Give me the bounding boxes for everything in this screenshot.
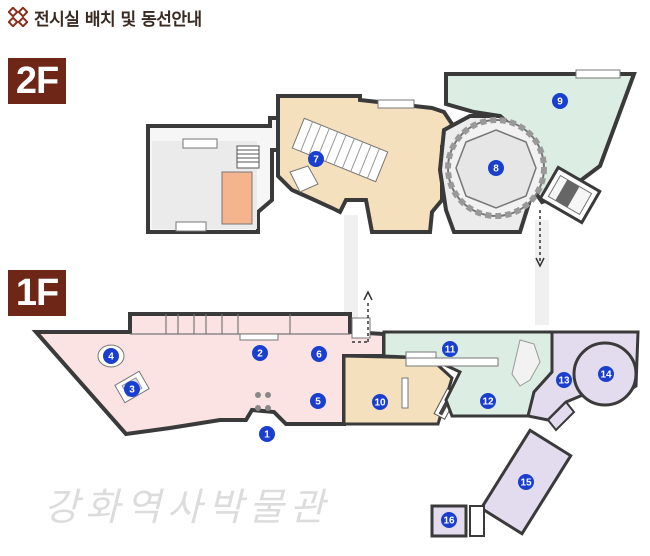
room-number-label: 5	[315, 397, 321, 408]
room-marker-circle	[598, 366, 614, 382]
elevator	[351, 317, 371, 339]
window	[405, 351, 437, 359]
room-marker-10[interactable]: 10	[372, 394, 388, 410]
room-16-annex	[469, 505, 485, 537]
window	[575, 69, 621, 79]
escalator-stairs	[291, 117, 389, 183]
room-marker-12[interactable]: 12	[480, 393, 496, 409]
page-title: 전시실 배치 및 동선안내	[34, 9, 202, 30]
room-number-label: 4	[108, 352, 114, 363]
room-marker-circle	[310, 393, 326, 409]
room-marker-6[interactable]: 6	[311, 346, 327, 362]
window	[175, 221, 207, 232]
knot-pattern-icon	[8, 7, 28, 27]
room-number-label: 6	[316, 350, 322, 361]
room-number-label: 7	[313, 155, 319, 166]
room-number-label: 1	[264, 430, 270, 441]
corridor	[546, 400, 576, 432]
page-header: 전시실 배치 및 동선안내	[8, 4, 202, 30]
room-number-label: 10	[374, 398, 386, 409]
room-marker-circle	[308, 151, 324, 167]
museum-watermark: 강화역사박물관	[44, 485, 331, 529]
window	[182, 138, 218, 149]
room-marker-2[interactable]: 2	[252, 345, 268, 361]
room-marker-16[interactable]: 16	[441, 512, 457, 528]
room-marker-circle	[441, 512, 457, 528]
display-case-wall	[405, 357, 499, 367]
room-marker-circle	[252, 345, 268, 361]
room-marker-11[interactable]: 11	[442, 341, 458, 357]
connector-column	[535, 220, 549, 325]
floor-tag-1f: 1F	[8, 270, 66, 316]
theater-seats	[445, 117, 547, 219]
room-number-label: 3	[129, 385, 135, 396]
room-marker-8[interactable]: 8	[488, 160, 504, 176]
room-marker-circle	[259, 426, 275, 442]
stair-orange-block	[221, 171, 253, 225]
room-marker-1[interactable]: 1	[259, 426, 275, 442]
room-marker-circle	[311, 346, 327, 362]
room-number-label: 2	[257, 349, 263, 360]
connector-column	[344, 215, 358, 325]
room-number-label: 12	[482, 397, 494, 408]
window	[239, 333, 279, 341]
room-number-label: 8	[493, 164, 499, 175]
window	[377, 99, 415, 109]
room-marker-3[interactable]: 3	[124, 381, 140, 397]
room-number-label: 14	[600, 370, 612, 381]
room-marker-14[interactable]: 14	[598, 366, 614, 382]
stairs	[236, 145, 260, 169]
room-marker-circle	[518, 474, 534, 490]
floor-tag-2f: 2F	[8, 58, 66, 104]
room-marker-circle	[442, 341, 458, 357]
route-arrow	[363, 290, 373, 301]
room-marker-circle	[552, 93, 568, 109]
room-number-label: 9	[557, 97, 563, 108]
entrance-gate	[255, 392, 271, 411]
room-marker-7[interactable]: 7	[308, 151, 324, 167]
display-case	[401, 377, 409, 409]
room-marker-4[interactable]: 4	[103, 348, 119, 364]
room-9-annex	[538, 165, 602, 225]
room-marker-circle	[103, 348, 119, 364]
room-marker-circle	[556, 372, 572, 388]
room-1f-main-hall	[31, 312, 386, 437]
room-marker-15[interactable]: 15	[518, 474, 534, 490]
room-number-label: 11	[445, 345, 456, 356]
room-marker-9[interactable]: 9	[552, 93, 568, 109]
route-arrow	[535, 257, 545, 268]
room-number-label: 16	[443, 516, 455, 527]
room-marker-circle	[124, 381, 140, 397]
room-marker-circle	[372, 394, 388, 410]
room-number-label: 15	[520, 478, 532, 489]
room-marker-circle	[480, 393, 496, 409]
room-marker-circle	[488, 160, 504, 176]
room-marker-5[interactable]: 5	[310, 393, 326, 409]
display-case	[289, 165, 319, 193]
room-marker-13[interactable]: 13	[556, 372, 572, 388]
room-number-label: 13	[558, 376, 570, 387]
display-case	[511, 339, 541, 387]
